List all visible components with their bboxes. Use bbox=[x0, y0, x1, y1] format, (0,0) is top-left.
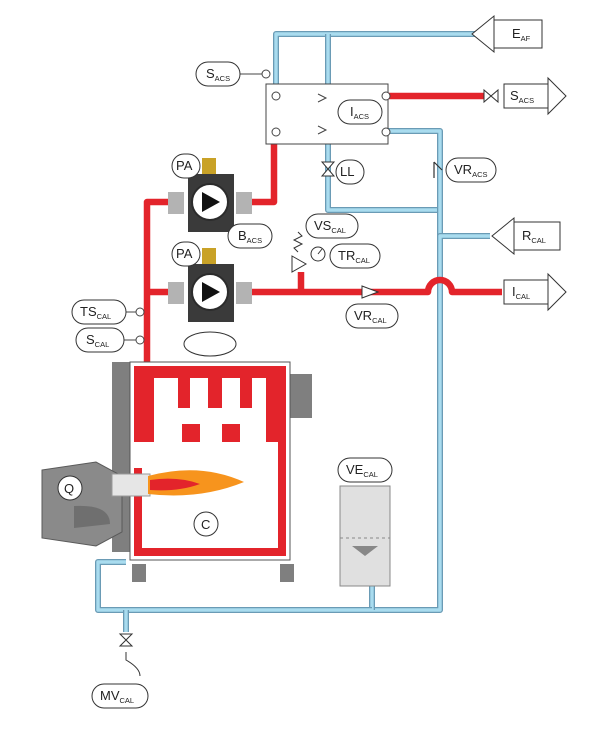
label-s-acs-out: SACS bbox=[510, 88, 534, 105]
label-s-acs-in: SACS bbox=[195, 61, 241, 87]
arrow-e-af bbox=[471, 14, 543, 54]
svg-text:RCAL: RCAL bbox=[522, 228, 546, 245]
svg-text:IACS: IACS bbox=[350, 104, 369, 121]
svg-text:ICAL: ICAL bbox=[512, 284, 530, 301]
label-tr-cal: TRCAL bbox=[329, 243, 381, 269]
svg-text:BACS: BACS bbox=[238, 228, 262, 245]
svg-text:TRCAL: TRCAL bbox=[338, 248, 370, 265]
svg-text:C: C bbox=[201, 517, 210, 532]
label-vs-cal: VSCAL bbox=[305, 213, 359, 239]
label-r-cal: RCAL bbox=[522, 228, 546, 245]
svg-text:EAF: EAF bbox=[512, 26, 531, 43]
safety-valve-icon bbox=[291, 231, 308, 273]
label-e-af: EAF bbox=[512, 26, 531, 43]
label-ts-cal: TSCAL bbox=[71, 299, 127, 325]
arrow-i-cal bbox=[503, 272, 567, 312]
svg-text:VECAL: VECAL bbox=[346, 462, 378, 479]
label-s-cal: SCAL bbox=[75, 327, 125, 353]
expansion-vessel bbox=[339, 485, 391, 587]
svg-text:TSCAL: TSCAL bbox=[80, 304, 111, 321]
svg-text:PA: PA bbox=[176, 246, 193, 261]
pump-upper bbox=[168, 158, 252, 232]
pump-blank-tag bbox=[183, 331, 237, 357]
arrow-r-cal bbox=[491, 216, 561, 256]
valve-ll-icon bbox=[320, 161, 336, 177]
label-ll: LL bbox=[335, 159, 365, 185]
svg-text:LL: LL bbox=[340, 164, 354, 179]
label-i-cal: ICAL bbox=[512, 284, 530, 301]
svg-text:MVCAL: MVCAL bbox=[100, 688, 134, 705]
svg-text:VSCAL: VSCAL bbox=[314, 218, 346, 235]
svg-text:VRACS: VRACS bbox=[454, 162, 487, 179]
pump-arrow-icon bbox=[202, 282, 220, 302]
svg-text:SCAL: SCAL bbox=[86, 332, 109, 349]
svg-text:VRCAL: VRCAL bbox=[354, 308, 387, 325]
gauge-icon bbox=[310, 246, 326, 262]
sensor-connectors bbox=[124, 69, 271, 345]
svg-text:SACS: SACS bbox=[510, 88, 534, 105]
label-i-acs: IACS bbox=[337, 99, 383, 125]
valve-s-acs-icon bbox=[483, 88, 499, 104]
svg-text:SACS: SACS bbox=[206, 66, 230, 83]
label-ve-cal: VECAL bbox=[337, 457, 393, 483]
arrow-s-acs-out bbox=[503, 76, 567, 116]
label-b-acs: BACS bbox=[227, 223, 273, 249]
label-pa-top: PA bbox=[171, 153, 201, 179]
label-q: Q bbox=[57, 475, 83, 501]
label-mv-cal: MVCAL bbox=[91, 683, 149, 709]
boiler bbox=[112, 361, 312, 582]
label-vr-cal: VRCAL bbox=[345, 303, 399, 329]
svg-text:PA: PA bbox=[176, 158, 193, 173]
valve-vr-cal-icon bbox=[361, 285, 380, 299]
pump-arrow-icon bbox=[202, 192, 220, 212]
flame-icon bbox=[148, 470, 244, 496]
svg-text:Q: Q bbox=[64, 481, 74, 496]
label-c: C bbox=[193, 511, 219, 537]
drain-valve-icon bbox=[118, 633, 141, 677]
label-vr-acs: VRACS bbox=[445, 157, 497, 183]
pump-lower bbox=[168, 248, 252, 322]
label-pa-bottom: PA bbox=[171, 241, 201, 267]
valve-vr-acs-icon bbox=[433, 161, 443, 178]
